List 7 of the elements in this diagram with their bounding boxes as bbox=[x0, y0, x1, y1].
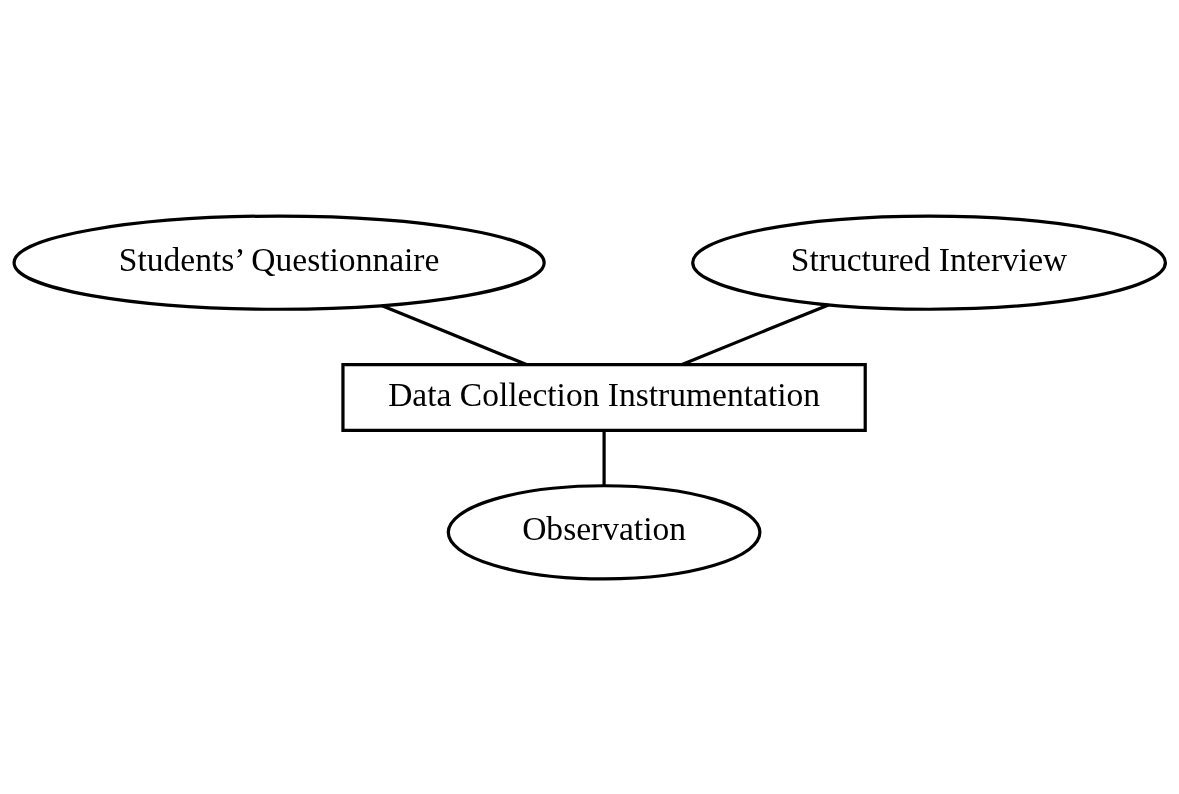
node-ellipse: Structured Interview bbox=[691, 213, 1167, 311]
connector bbox=[602, 429, 606, 486]
node-ellipse: Observation bbox=[446, 483, 762, 581]
connector bbox=[681, 302, 830, 366]
connector bbox=[380, 303, 528, 366]
node-box: Data Collection Instrumentation bbox=[341, 362, 867, 432]
node-ellipse: Students’ Questionnaire bbox=[12, 213, 546, 311]
